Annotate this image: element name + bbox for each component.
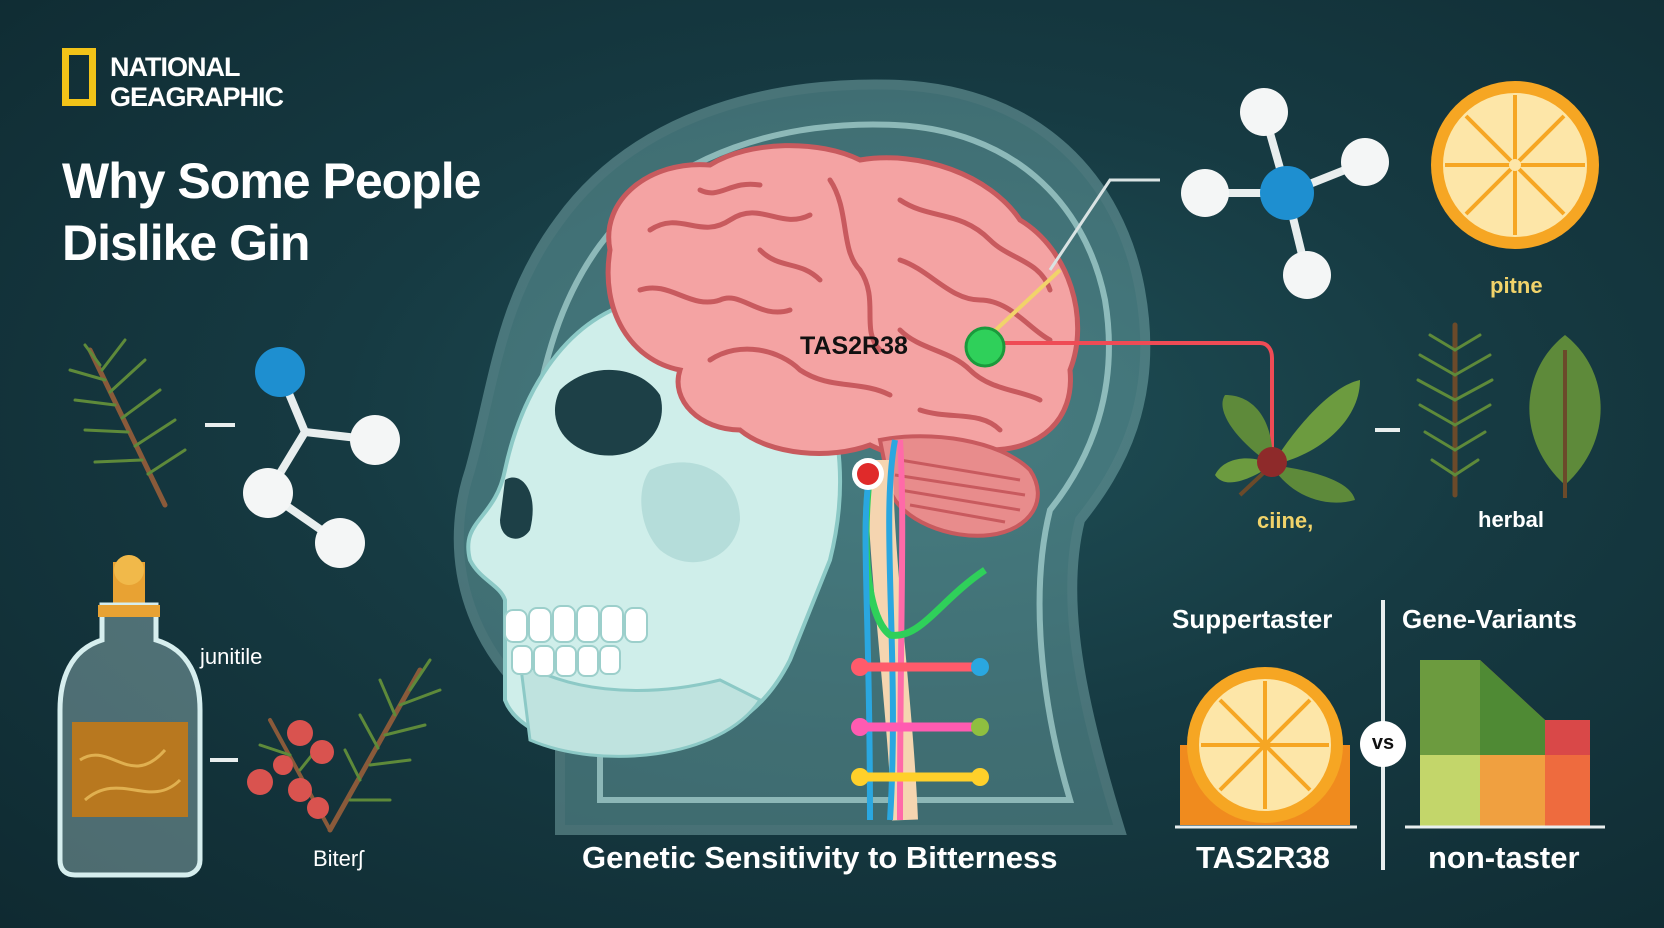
title-line1: Why Some People — [62, 153, 481, 209]
gene-variant-bars — [1420, 660, 1590, 827]
orange-slice-top — [1431, 81, 1599, 249]
gin-bottle — [57, 555, 203, 878]
non-taster-caption: non-taster — [1428, 840, 1580, 875]
brand-line2: GEAGRAPHIC — [110, 82, 284, 112]
vs-label: vs — [1371, 732, 1395, 754]
molecule-left — [205, 347, 400, 568]
vs-badge — [1360, 721, 1406, 767]
brand-wordmark: NATIONAL GEAGRAPHIC — [110, 52, 284, 112]
supertaster-header: Suppertaster — [1172, 604, 1333, 634]
pine-label: pitne — [1490, 273, 1543, 298]
fir-branch — [1416, 322, 1494, 498]
page-title: Why Some People Dislike Gin — [62, 150, 481, 274]
gene-variants-header: Gene-Variants — [1402, 604, 1577, 634]
citrus-label: ciine, — [1257, 508, 1314, 533]
supertaster-caption: TAS2R38 — [1196, 840, 1330, 875]
spinal-column — [851, 439, 989, 821]
molecule-right — [1181, 88, 1389, 299]
diagram-caption: Genetic Sensitivity to Bitterness — [582, 840, 1058, 875]
brand-line1: NATIONAL — [110, 52, 240, 82]
gene-marker-dot — [964, 326, 1006, 368]
supertaster-orange — [1180, 667, 1350, 825]
juniper-label: junitile — [200, 644, 263, 669]
herbal-leaf — [1529, 335, 1601, 498]
leaf-cluster — [1215, 380, 1360, 503]
juniper-sprig — [247, 658, 442, 833]
title-line2: Dislike Gin — [62, 215, 310, 271]
pine-sprig-left — [68, 338, 187, 508]
brain — [605, 143, 1081, 538]
connector-lines — [983, 178, 1274, 460]
bitters-label: Biterʃ — [313, 846, 364, 871]
brand-frame-icon — [62, 48, 96, 106]
brand-logo: NATIONAL GEAGRAPHIC — [62, 48, 332, 118]
herbal-label: herbal — [1478, 507, 1545, 532]
brain-gene-label: TAS2R38 — [800, 332, 908, 360]
